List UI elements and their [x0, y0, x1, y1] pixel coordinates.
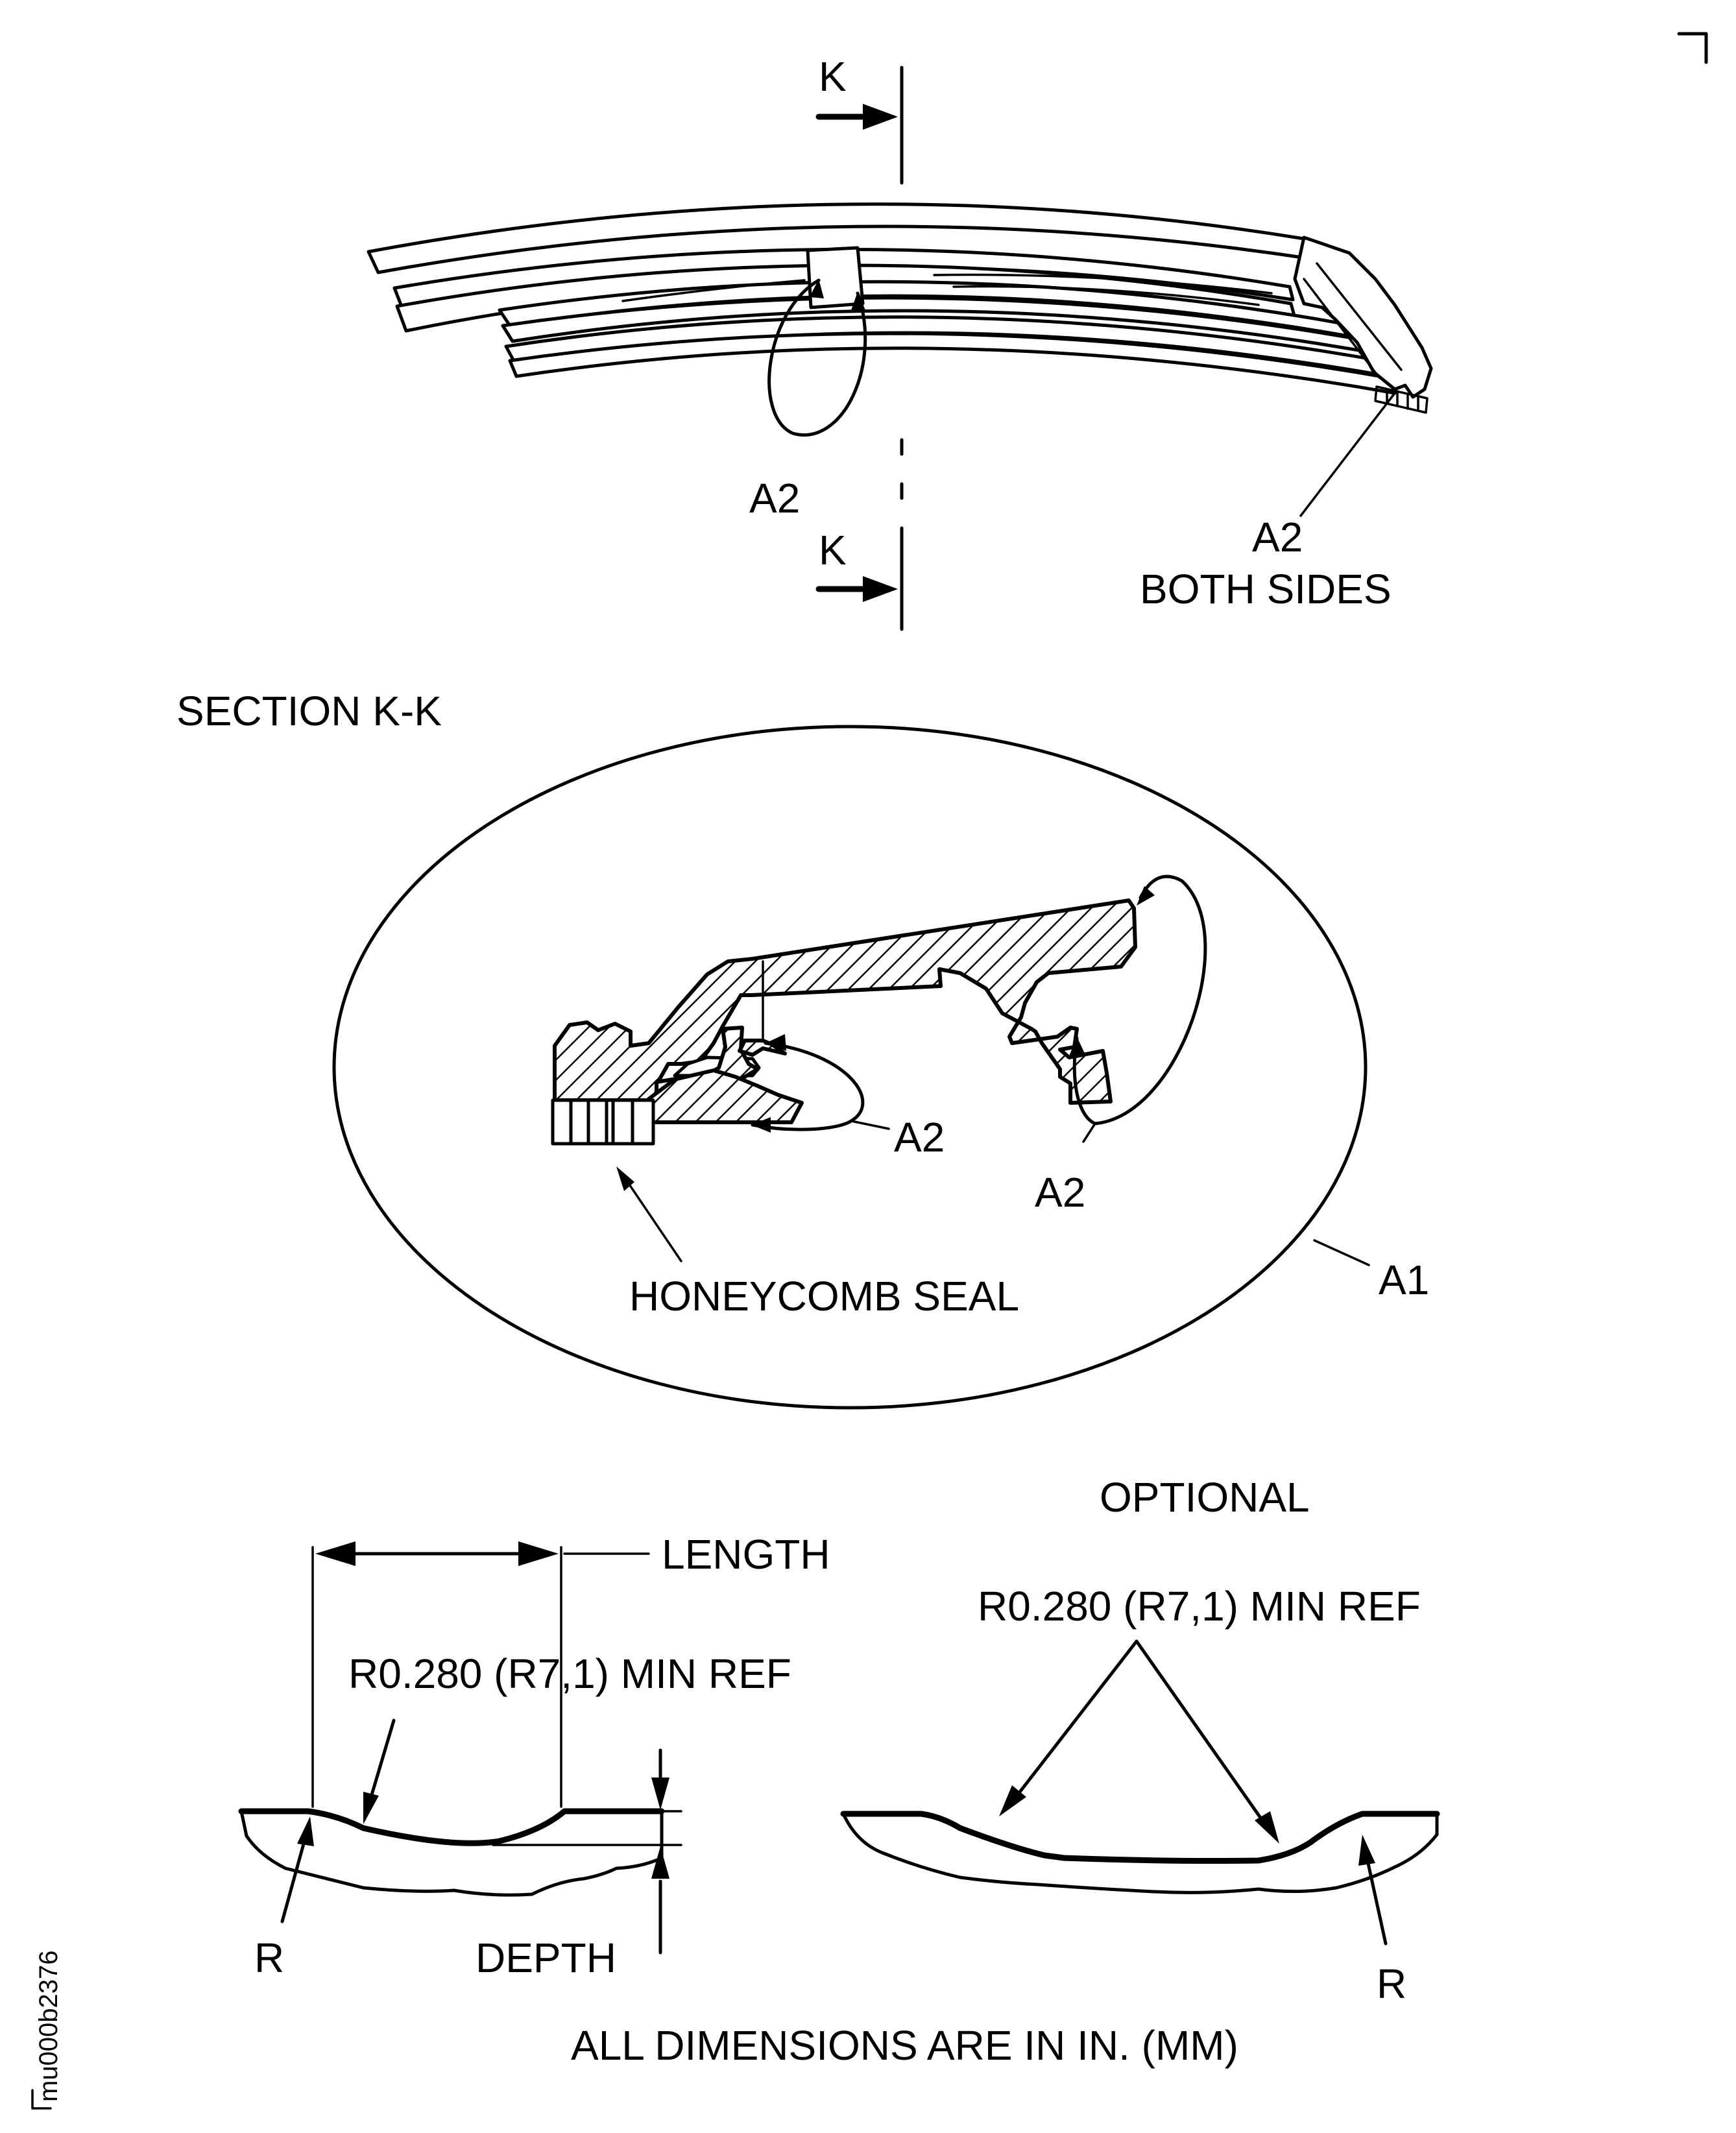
section-title: SECTION K-K — [176, 688, 442, 734]
corner-mark — [1677, 32, 1708, 64]
dimensions-footnote: ALL DIMENSIONS ARE IN IN. (MM) — [571, 2022, 1238, 2069]
ring-callout-right-note: BOTH SIDES — [1140, 566, 1392, 612]
blend-surface-right — [840, 1811, 1440, 1864]
zone-a1-leader — [1313, 1239, 1370, 1266]
honeycomb-leader — [620, 1172, 682, 1262]
optional-title: OPTIONAL — [1100, 1474, 1310, 1521]
figure-id-mark — [31, 2089, 52, 2110]
zone-a1-ellipse — [332, 725, 1368, 1410]
section-arrow-top — [815, 104, 898, 130]
length-label: LENGTH — [662, 1531, 830, 1578]
honeycomb-seal-block — [551, 1098, 655, 1146]
honeycomb-seal-label: HONEYCOMB SEAL — [629, 1273, 1019, 1320]
section-marker-top-label: K — [819, 53, 847, 100]
section-arrow-bottom — [815, 576, 898, 602]
radius-left-label: R0.280 (R7,1) MIN REF — [348, 1650, 791, 1697]
section-zone-label: A1 — [1379, 1257, 1429, 1303]
ring-callout-left-label: A2 — [749, 475, 800, 522]
depth-label: DEPTH — [476, 1934, 616, 1981]
blend-detail-right — [840, 1639, 1440, 1946]
section-callout-left-label: A2 — [894, 1114, 945, 1161]
callout-leader-end — [1299, 392, 1396, 517]
r-left-label: R — [254, 1934, 284, 1981]
section-callout-right-label: A2 — [1035, 1169, 1085, 1216]
blend-surface-left — [238, 1808, 665, 1846]
section-marker-bottom-label: K — [819, 527, 847, 573]
ring-segment-view — [367, 66, 1433, 631]
ring-tab — [806, 246, 865, 309]
ring-callout-right-label: A2 — [1252, 514, 1303, 560]
section-view — [332, 725, 1370, 1410]
blend-detail-left — [238, 1541, 682, 1955]
r-right-label: R — [1377, 1960, 1406, 2007]
radius-right-label: R0.280 (R7,1) MIN REF — [978, 1583, 1421, 1630]
figure-id: mu000b2376 — [34, 1950, 63, 2102]
seal-cross-section — [553, 898, 1137, 1105]
callout-loop-tab — [767, 278, 867, 437]
